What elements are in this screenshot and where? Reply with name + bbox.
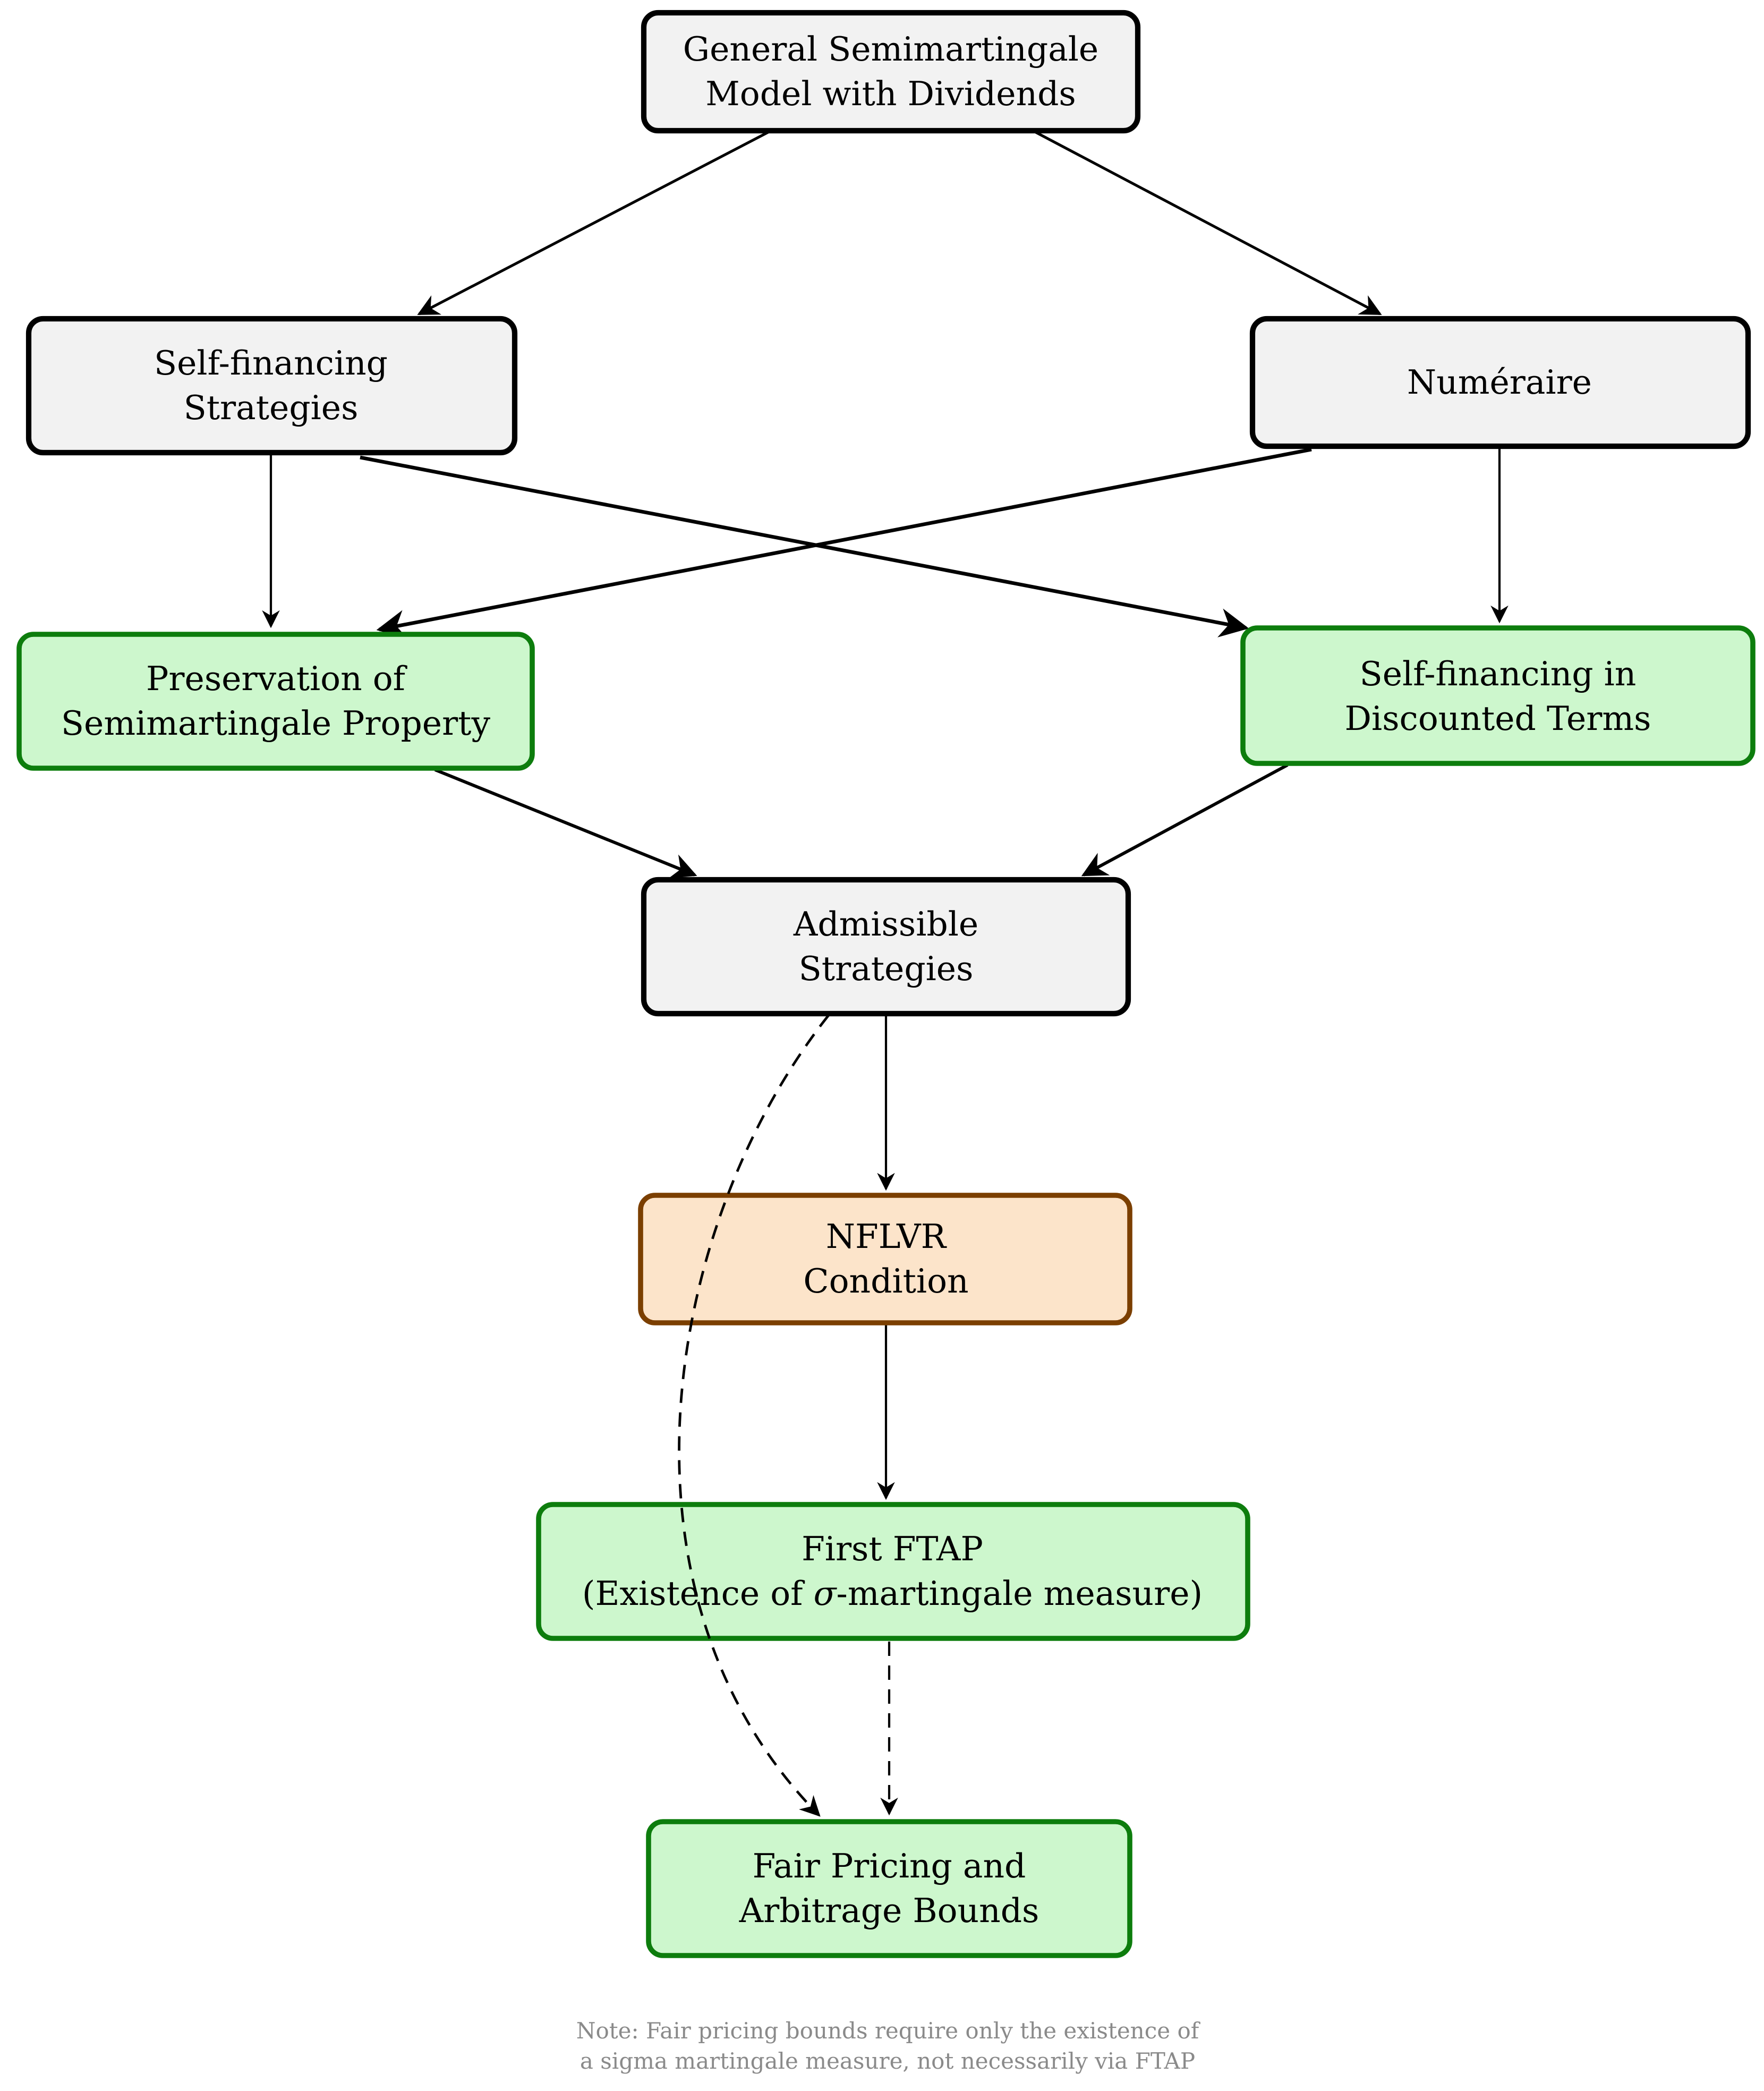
node-self-financing-discounted-box	[1240, 625, 1756, 766]
footnote: Note: Fair pricing bounds require only t…	[576, 2018, 1201, 2074]
node-self-financing-discounted: Self-financing in Discounted Terms	[1240, 625, 1756, 766]
edge-admissible-to-fairpricing-dashed-curve	[678, 1014, 830, 1817]
ftap-line2-prefix: (Existence of	[582, 1574, 814, 1613]
node-preservation-box	[16, 632, 535, 771]
node-first-ftap: First FTAP (Existence of σ-martingale me…	[536, 1502, 1250, 1641]
node-self-financing-label-line2: Strategies	[184, 388, 359, 427]
node-preservation-label-line1: Preservation of	[146, 659, 408, 698]
edges-solid	[262, 131, 1509, 1500]
node-general-model-label-line2: Model with Dividends	[705, 74, 1076, 113]
sigma-symbol: σ	[814, 1574, 838, 1613]
node-nflvr: NFLVR Condition	[638, 1193, 1132, 1325]
node-fair-pricing-label-line1: Fair Pricing and	[753, 1847, 1026, 1885]
node-admissible-label-line1: Admissible	[793, 905, 978, 944]
node-numeraire: Numéraire	[1249, 316, 1751, 449]
node-fair-pricing-box	[646, 1819, 1132, 1958]
edge-model-to-selffinancing	[417, 131, 769, 316]
node-first-ftap-box	[536, 1502, 1250, 1641]
node-fair-pricing-label-line2: Arbitrage Bounds	[739, 1891, 1039, 1930]
node-self-financing-box	[25, 316, 518, 456]
node-general-model-box	[641, 10, 1141, 134]
edge-discounted-to-admissible	[1081, 763, 1289, 877]
edge-selffinancing-to-discounted	[360, 455, 1249, 638]
node-numeraire-label-line1: Numéraire	[1407, 363, 1592, 402]
node-admissible-box	[641, 877, 1131, 1017]
node-nflvr-label-line2: Condition	[803, 1262, 968, 1300]
node-nflvr-box	[638, 1193, 1132, 1325]
footnote-line1: Note: Fair pricing bounds require only t…	[576, 2018, 1201, 2044]
node-first-ftap-label-line2: (Existence of σ-martingale measure)	[582, 1574, 1203, 1613]
node-general-model-label-line1: General Semimartingale	[683, 30, 1098, 69]
edge-model-to-numeraire	[1035, 131, 1382, 316]
node-self-financing-discounted-label-line2: Discounted Terms	[1345, 699, 1651, 738]
node-self-financing-label-line1: Self-financing	[154, 344, 388, 382]
node-nflvr-label-line1: NFLVR	[826, 1217, 947, 1256]
node-preservation-label-line2: Semimartingale Property	[61, 704, 491, 743]
node-self-financing: Self-financing Strategies	[25, 316, 518, 456]
node-first-ftap-label-line1: First FTAP	[802, 1529, 983, 1568]
node-admissible: Admissible Strategies	[641, 877, 1131, 1017]
node-admissible-label-line2: Strategies	[799, 949, 974, 988]
edge-preservation-to-admissible	[434, 768, 697, 879]
node-numeraire-box	[1249, 316, 1751, 449]
edge-numeraire-to-preservation	[376, 447, 1312, 639]
node-fair-pricing: Fair Pricing and Arbitrage Bounds	[646, 1819, 1132, 1958]
edges-dashed	[678, 1014, 898, 1817]
node-self-financing-discounted-label-line1: Self-financing in	[1360, 654, 1637, 693]
ftap-line2-suffix: -martingale measure)	[837, 1574, 1203, 1613]
node-general-model: General Semimartingale Model with Divide…	[641, 10, 1141, 134]
footnote-line2: a sigma martingale measure, not necessar…	[580, 2048, 1195, 2074]
node-preservation: Preservation of Semimartingale Property	[16, 632, 535, 771]
